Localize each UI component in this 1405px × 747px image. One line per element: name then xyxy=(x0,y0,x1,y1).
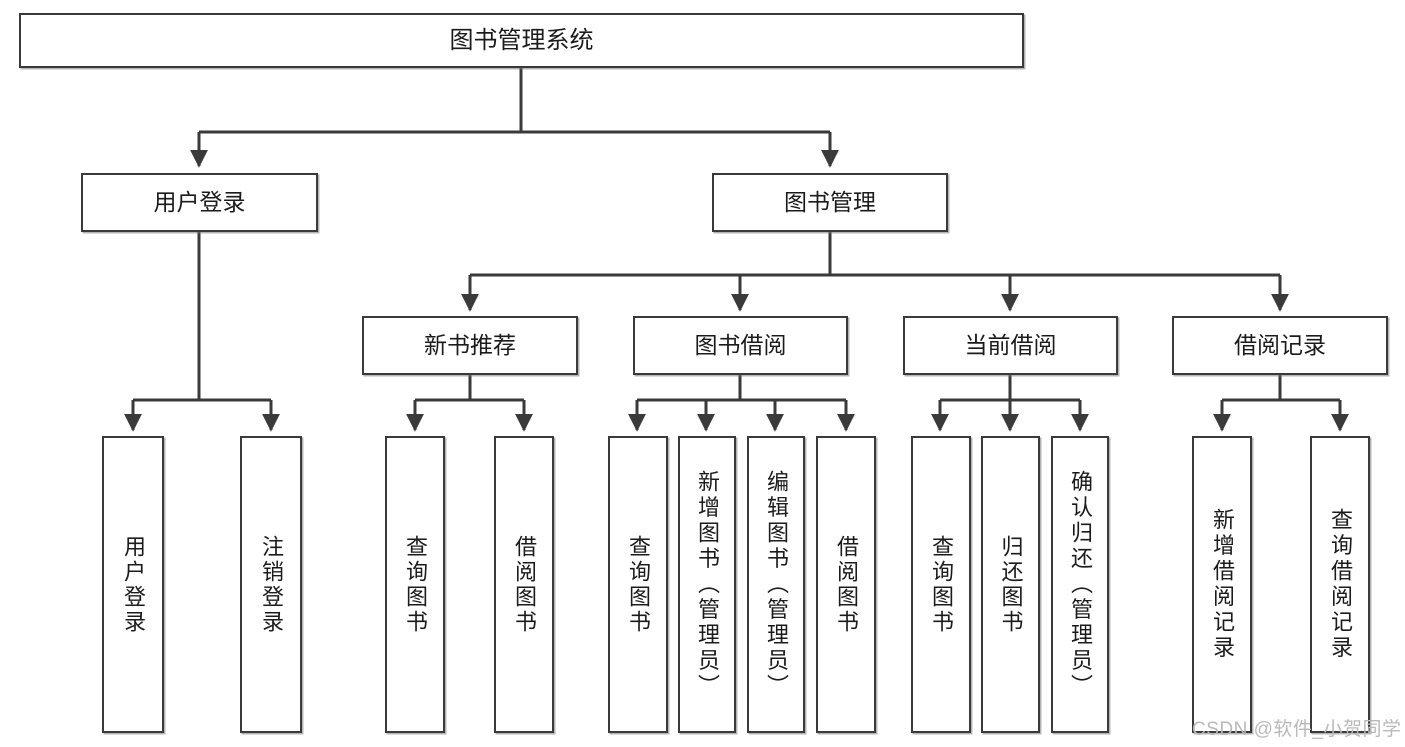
node-leaf-query-book-3[interactable]: 查询图书 xyxy=(911,436,971,733)
node-leaf-confirm-return[interactable]: 确认归还（管理员） xyxy=(1051,436,1109,733)
node-leaf-add-book[interactable]: 新增图书（管理员） xyxy=(678,436,736,733)
node-leaf-query-book-2[interactable]: 查询图书 xyxy=(608,436,668,733)
node-leaf-edit-book[interactable]: 编辑图书（管理员） xyxy=(747,436,805,733)
node-leaf-query-record-label: 查询借阅记录 xyxy=(1328,508,1353,661)
node-leaf-return-book-label: 归还图书 xyxy=(998,534,1024,635)
node-leaf-add-record[interactable]: 新增借阅记录 xyxy=(1192,436,1252,733)
node-leaf-add-book-label: 新增图书（管理员） xyxy=(695,469,720,700)
node-user-login[interactable]: 用户登录 xyxy=(81,173,318,232)
node-root-label: 图书管理系统 xyxy=(449,26,594,54)
csdn-watermark: CSDN @软件_小贺同学 xyxy=(1192,719,1402,740)
node-leaf-query-book-1[interactable]: 查询图书 xyxy=(385,436,445,733)
node-borrow-record-label: 借阅记录 xyxy=(1234,332,1326,359)
node-book-borrow-label: 图书借阅 xyxy=(694,332,787,359)
node-new-book-rec-label: 新书推荐 xyxy=(424,332,516,359)
node-book-borrow[interactable]: 图书借阅 xyxy=(633,316,848,375)
node-book-manage[interactable]: 图书管理 xyxy=(712,173,948,232)
node-leaf-confirm-return-label: 确认归还（管理员） xyxy=(1068,469,1093,700)
node-leaf-edit-book-label: 编辑图书（管理员） xyxy=(764,469,789,700)
node-leaf-return-book[interactable]: 归还图书 xyxy=(981,436,1040,733)
node-leaf-query-record[interactable]: 查询借阅记录 xyxy=(1310,436,1370,733)
node-leaf-user-login[interactable]: 用户登录 xyxy=(102,436,164,733)
node-new-book-rec[interactable]: 新书推荐 xyxy=(362,316,578,375)
node-leaf-borrow-book-2-label: 借阅图书 xyxy=(834,534,859,635)
node-leaf-query-book-3-label: 查询图书 xyxy=(929,534,954,635)
node-leaf-query-book-2-label: 查询图书 xyxy=(626,534,651,635)
node-borrow-record[interactable]: 借阅记录 xyxy=(1172,316,1388,375)
node-current-borrow[interactable]: 当前借阅 xyxy=(903,316,1118,375)
node-book-manage-label: 图书管理 xyxy=(784,189,876,216)
node-user-login-label: 用户登录 xyxy=(153,189,246,216)
node-leaf-user-login-label: 用户登录 xyxy=(121,534,146,635)
node-leaf-borrow-book-1-label: 借阅图书 xyxy=(512,534,537,635)
node-leaf-borrow-book-2[interactable]: 借阅图书 xyxy=(816,436,876,733)
node-leaf-borrow-book-1[interactable]: 借阅图书 xyxy=(494,436,554,733)
node-root[interactable]: 图书管理系统 xyxy=(19,13,1024,68)
node-leaf-user-logout-label: 注销登录 xyxy=(259,534,284,635)
node-current-borrow-label: 当前借阅 xyxy=(964,332,1057,359)
node-leaf-query-book-1-label: 查询图书 xyxy=(403,534,428,635)
node-leaf-add-record-label: 新增借阅记录 xyxy=(1210,508,1235,661)
node-leaf-user-logout[interactable]: 注销登录 xyxy=(240,436,302,733)
